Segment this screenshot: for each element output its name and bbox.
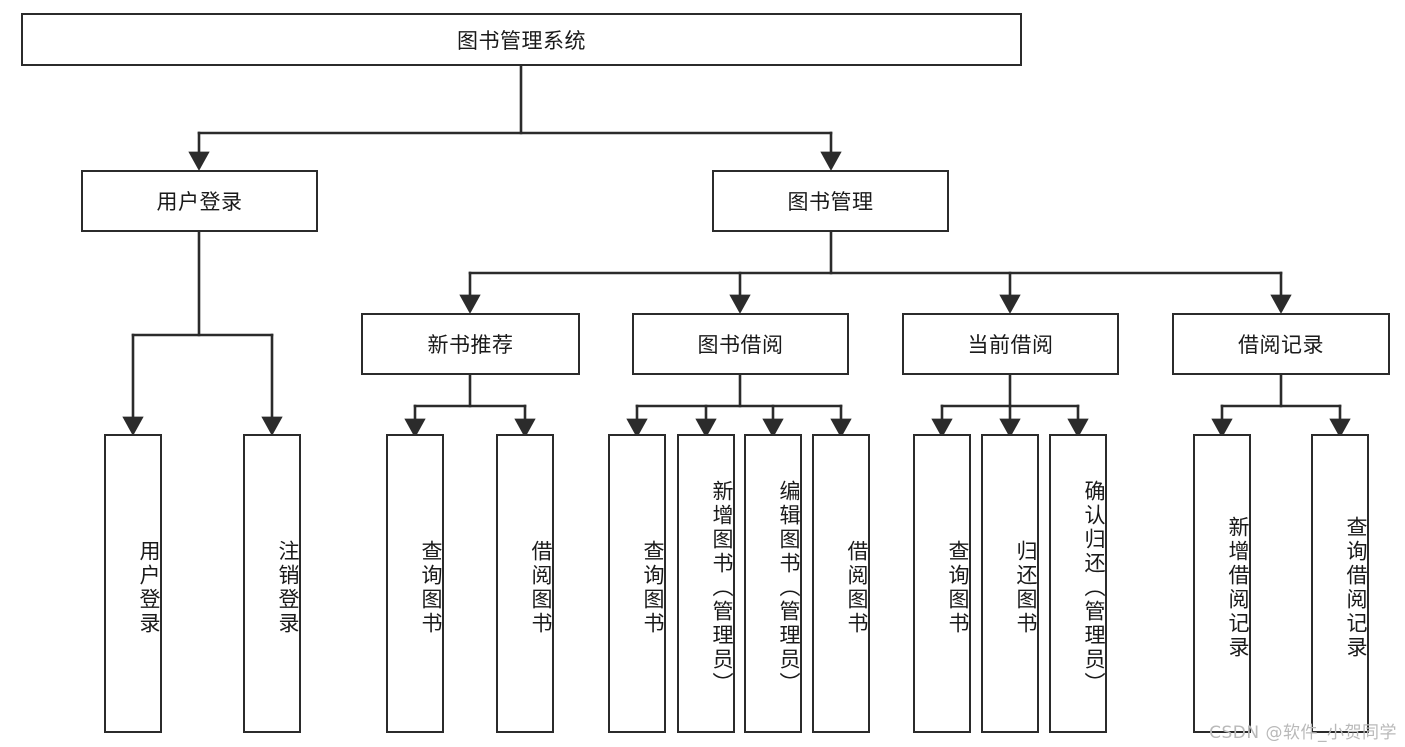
node-leaf-edit-book[interactable]: 编辑图书（管理员） xyxy=(744,434,802,733)
node-leaf-add-record-label: 新增借阅记录 xyxy=(1226,515,1250,660)
node-book-manage-label: 图书管理 xyxy=(787,190,874,214)
node-leaf-borrow-book-2-label: 借阅图书 xyxy=(845,539,869,636)
node-leaf-query-book-3[interactable]: 查询图书 xyxy=(913,434,971,733)
node-new-book-recommend-label: 新书推荐 xyxy=(427,333,514,357)
node-leaf-query-book-2-label: 查询图书 xyxy=(641,539,665,636)
node-current-borrow[interactable]: 当前借阅 xyxy=(902,313,1119,375)
node-user-login[interactable]: 用户登录 xyxy=(81,170,318,232)
node-borrow-record[interactable]: 借阅记录 xyxy=(1172,313,1390,375)
node-leaf-borrow-book-2[interactable]: 借阅图书 xyxy=(812,434,870,733)
node-leaf-confirm-return[interactable]: 确认归还（管理员） xyxy=(1049,434,1107,733)
node-leaf-borrow-book-1-label: 借阅图书 xyxy=(529,539,553,636)
node-leaf-query-book-1-label: 查询图书 xyxy=(419,539,443,636)
node-book-borrow[interactable]: 图书借阅 xyxy=(632,313,849,375)
node-new-book-recommend[interactable]: 新书推荐 xyxy=(361,313,580,375)
node-leaf-edit-book-label: 编辑图书（管理员） xyxy=(777,479,801,696)
node-leaf-query-book-1[interactable]: 查询图书 xyxy=(386,434,444,733)
node-user-login-label: 用户登录 xyxy=(156,190,243,214)
node-leaf-user-login-label: 用户登录 xyxy=(137,539,161,636)
node-leaf-add-record[interactable]: 新增借阅记录 xyxy=(1193,434,1251,733)
node-root[interactable]: 图书管理系统 xyxy=(21,13,1022,66)
node-book-manage[interactable]: 图书管理 xyxy=(712,170,949,232)
node-leaf-add-book[interactable]: 新增图书（管理员） xyxy=(677,434,735,733)
node-leaf-logout-login[interactable]: 注销登录 xyxy=(243,434,301,733)
node-current-borrow-label: 当前借阅 xyxy=(967,333,1054,357)
node-leaf-query-book-2[interactable]: 查询图书 xyxy=(608,434,666,733)
node-leaf-query-record-label: 查询借阅记录 xyxy=(1344,515,1368,660)
node-leaf-borrow-book-1[interactable]: 借阅图书 xyxy=(496,434,554,733)
node-leaf-return-book-label: 归还图书 xyxy=(1014,539,1038,636)
node-leaf-query-record[interactable]: 查询借阅记录 xyxy=(1311,434,1369,733)
node-borrow-record-label: 借阅记录 xyxy=(1238,333,1324,357)
node-leaf-add-book-label: 新增图书（管理员） xyxy=(710,479,734,696)
node-leaf-confirm-return-label: 确认归还（管理员） xyxy=(1082,479,1106,696)
node-root-label: 图书管理系统 xyxy=(457,28,586,53)
node-leaf-return-book[interactable]: 归还图书 xyxy=(981,434,1039,733)
node-leaf-user-login[interactable]: 用户登录 xyxy=(104,434,162,733)
watermark: CSDN @软件_小贺同学 xyxy=(1209,723,1397,743)
node-leaf-logout-login-label: 注销登录 xyxy=(276,539,300,636)
node-book-borrow-label: 图书借阅 xyxy=(697,333,784,357)
node-leaf-query-book-3-label: 查询图书 xyxy=(946,539,970,636)
